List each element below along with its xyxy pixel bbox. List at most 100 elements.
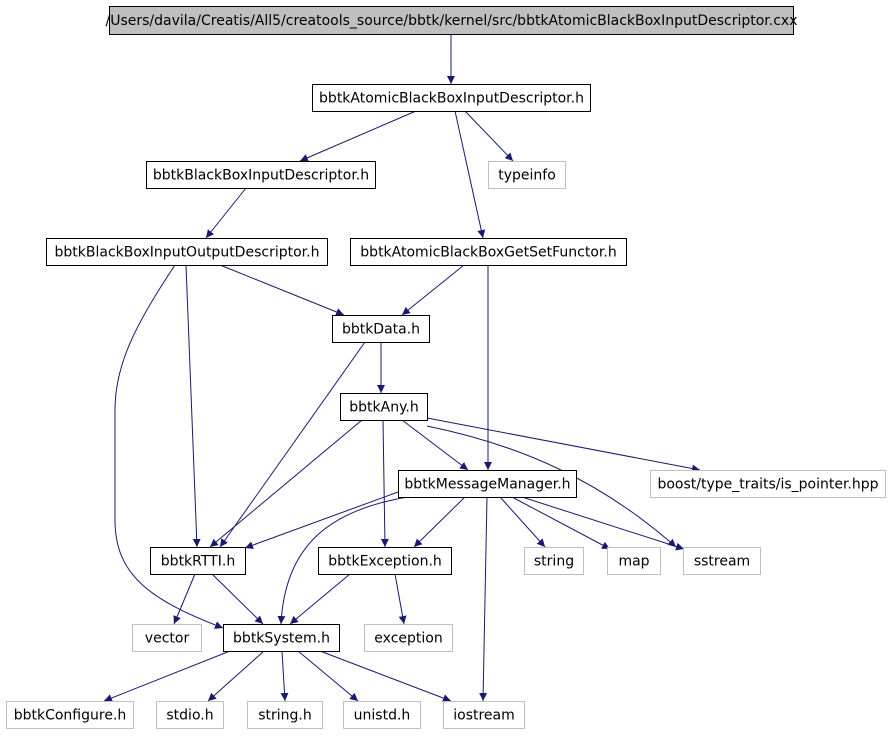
edge-bbiod-to-rtti — [185, 264, 201, 548]
node-label-bbid: bbtkBlackBoxInputDescriptor.h — [153, 168, 369, 184]
node-exception: exception — [364, 624, 453, 652]
edge-abbgsf-to-data — [401, 264, 465, 316]
edge-exc-to-system — [289, 573, 351, 625]
node-label-boost: boost/type_traits/is_pointer.hpp — [657, 477, 878, 493]
edge-rtti-to-system — [211, 573, 264, 625]
node-box-stdio — [156, 701, 224, 729]
node-box-stringh — [247, 701, 323, 729]
node-box-boost — [650, 470, 886, 498]
edge-data-to-rtti — [219, 341, 366, 548]
node-label-rtti: bbtkRTTI.h — [161, 554, 235, 570]
node-rtti[interactable]: bbtkRTTI.h — [150, 547, 246, 575]
node-label-stdio: stdio.h — [166, 708, 213, 724]
edge-rtti-to-vector — [173, 573, 196, 625]
edge-msg-to-string — [499, 496, 546, 548]
nodes-layer: /Users/davila/Creatis/All5/creatools_sou… — [6, 6, 886, 729]
node-label-exception: exception — [374, 631, 442, 647]
node-label-string: string — [534, 554, 574, 570]
edge-system-to-stdio — [207, 650, 265, 702]
node-string: string — [524, 547, 584, 575]
edge-msg-to-rtti — [244, 491, 399, 550]
node-config: bbtkConfigure.h — [6, 701, 134, 729]
node-label-abbid: bbtkAtomicBlackBoxInputDescriptor.h — [319, 91, 584, 107]
node-root[interactable]: /Users/davila/Creatis/All5/creatools_sou… — [106, 6, 798, 35]
node-stringh: string.h — [247, 701, 323, 729]
node-label-abbgsf: bbtkAtomicBlackBoxGetSetFunctor.h — [360, 245, 616, 261]
edge-any-to-sstream — [426, 425, 677, 548]
node-box-bbid — [146, 161, 376, 189]
edge-msg-to-sstream — [521, 496, 685, 551]
edge-exc-to-exception — [394, 573, 407, 625]
node-box-unistd — [343, 701, 421, 729]
edge-msg-to-map — [511, 496, 611, 550]
node-unistd: unistd.h — [343, 701, 421, 729]
node-label-root: /Users/davila/Creatis/All5/creatools_sou… — [106, 13, 798, 29]
edge-any-to-rtti — [209, 419, 363, 548]
node-label-stringh: string.h — [258, 708, 312, 724]
node-box-exception — [364, 624, 453, 652]
node-abbgsf[interactable]: bbtkAtomicBlackBoxGetSetFunctor.h — [350, 238, 627, 266]
node-box-string — [524, 547, 584, 575]
node-label-any: bbtkAny.h — [349, 400, 418, 416]
node-box-abbid — [312, 84, 591, 112]
node-label-system: bbtkSystem.h — [233, 631, 330, 647]
node-vector: vector — [132, 624, 202, 652]
node-map: map — [607, 547, 661, 575]
node-bbiod[interactable]: bbtkBlackBoxInputOutputDescriptor.h — [46, 238, 328, 266]
node-box-typeinfo — [488, 161, 566, 189]
node-label-typeinfo: typeinfo — [498, 168, 556, 184]
node-box-rtti — [150, 547, 246, 575]
edge-any-to-boost — [426, 417, 701, 473]
node-label-bbiod: bbtkBlackBoxInputOutputDescriptor.h — [55, 245, 320, 261]
node-exc[interactable]: bbtkException.h — [318, 547, 452, 575]
edge-bbiod-to-system — [114, 264, 224, 629]
edge-any-to-msg — [401, 419, 469, 471]
node-label-sstream: sstream — [694, 554, 750, 570]
node-box-map — [607, 547, 661, 575]
edge-abbid-to-typeinfo — [464, 110, 514, 162]
edge-abbid-to-bbid — [299, 110, 417, 162]
node-box-root — [109, 6, 794, 35]
node-box-config — [6, 701, 134, 729]
node-system[interactable]: bbtkSystem.h — [223, 624, 340, 652]
edge-system-to-iostream — [319, 650, 452, 702]
node-box-vector — [132, 624, 202, 652]
node-abbid[interactable]: bbtkAtomicBlackBoxInputDescriptor.h — [312, 84, 591, 112]
node-label-exc: bbtkException.h — [328, 554, 442, 570]
node-label-msg: bbtkMessageManager.h — [404, 477, 570, 493]
node-box-iostream — [443, 701, 525, 729]
edge-msg-to-system — [277, 496, 409, 625]
node-typeinfo: typeinfo — [488, 161, 566, 189]
node-sstream: sstream — [683, 547, 761, 575]
node-label-unistd: unistd.h — [354, 708, 411, 724]
node-box-data — [332, 315, 430, 343]
node-box-system — [223, 624, 340, 652]
node-label-iostream: iostream — [453, 708, 515, 724]
node-box-exc — [318, 547, 452, 575]
node-box-msg — [398, 470, 577, 498]
node-box-abbgsf — [350, 238, 627, 266]
edge-bbid-to-bbiod — [205, 187, 247, 239]
edge-bbiod-to-data — [219, 264, 345, 316]
edge-system-to-unistd — [297, 650, 359, 702]
node-label-map: map — [618, 554, 649, 570]
edge-msg-to-iostream — [479, 496, 488, 702]
node-msg[interactable]: bbtkMessageManager.h — [398, 470, 577, 498]
edge-system-to-stringh — [280, 650, 289, 702]
node-label-config: bbtkConfigure.h — [14, 708, 127, 724]
node-boost: boost/type_traits/is_pointer.hpp — [650, 470, 886, 498]
node-label-vector: vector — [145, 631, 190, 647]
node-any[interactable]: bbtkAny.h — [340, 393, 428, 421]
node-label-data: bbtkData.h — [342, 322, 420, 338]
node-bbid[interactable]: bbtkBlackBoxInputDescriptor.h — [146, 161, 376, 189]
edge-system-to-config — [103, 650, 231, 702]
node-data[interactable]: bbtkData.h — [332, 315, 430, 343]
edge-any-to-exc — [380, 419, 389, 548]
node-box-any — [340, 393, 428, 421]
edge-abbid-to-abbgsf — [454, 110, 486, 239]
edges-layer — [103, 34, 701, 702]
node-box-sstream — [683, 547, 761, 575]
node-box-bbiod — [46, 238, 328, 266]
edge-msg-to-exc — [413, 496, 466, 548]
